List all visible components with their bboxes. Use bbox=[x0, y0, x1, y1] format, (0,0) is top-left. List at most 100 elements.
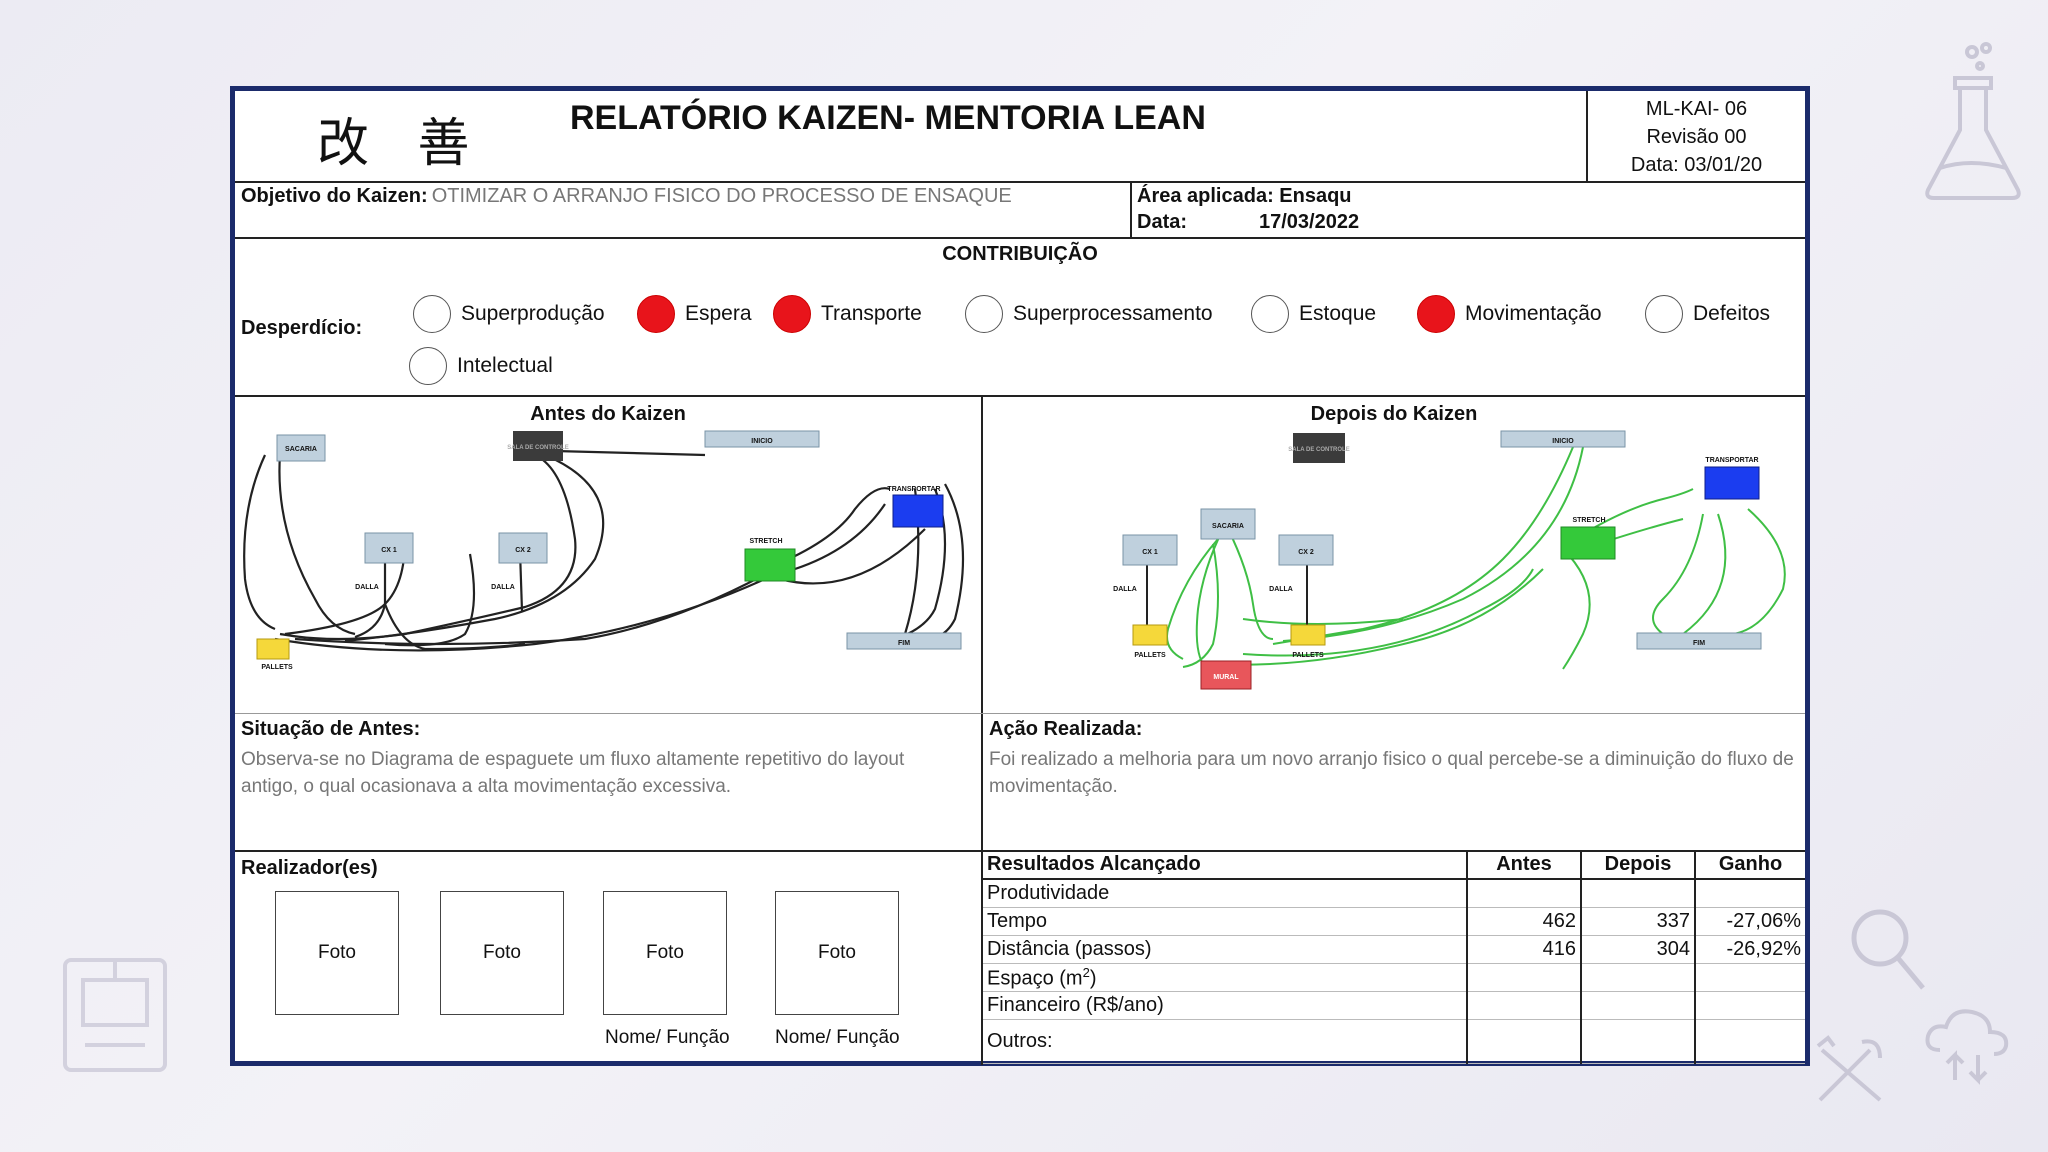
performers-section: Realizador(es) Foto Foto Foto Foto Nome/… bbox=[235, 851, 981, 1065]
after-transportar-label: TRANSPORTAR bbox=[1705, 457, 1758, 464]
results-header-depois: Depois bbox=[1580, 851, 1695, 880]
after-dalla2-label: DALLA bbox=[1269, 586, 1293, 593]
waste-option-5[interactable]: Movimentação bbox=[1417, 295, 1602, 333]
situation-action-row: Situação de Antes: Observa-se no Diagram… bbox=[235, 713, 1805, 852]
waste-label-2: Transporte bbox=[821, 302, 922, 325]
results-header-ganho: Ganho bbox=[1694, 851, 1805, 880]
after-mural-box bbox=[1200, 660, 1252, 690]
results-cell-antes: 462 bbox=[1466, 907, 1581, 936]
after-pallets1-label: PALLETS bbox=[1134, 652, 1166, 659]
cloud-icon bbox=[1925, 1009, 2009, 1085]
results-cell-depois bbox=[1580, 963, 1695, 992]
results-cell-ganho: -27,06% bbox=[1694, 907, 1805, 936]
waste-option-1[interactable]: Espera bbox=[637, 295, 752, 333]
results-section: Resultados Alcançado Antes Depois Ganho … bbox=[983, 851, 1805, 1065]
waste-checkbox-5[interactable] bbox=[1417, 295, 1455, 333]
after-spaghetti-diagram: SALA DE CONTROLE INICIO TRANSPORTAR SACA… bbox=[1113, 430, 1786, 690]
before-dalla1-label: DALLA bbox=[355, 584, 379, 591]
results-row-label: Tempo bbox=[983, 907, 1467, 936]
results-cell-ganho bbox=[1694, 879, 1805, 908]
waste-checkbox-6[interactable] bbox=[1645, 295, 1683, 333]
after-cx1-label: CX 1 bbox=[1142, 549, 1158, 556]
before-stretch-box bbox=[744, 548, 796, 582]
photo-4: Foto bbox=[775, 891, 899, 1015]
waste-option-0[interactable]: Superprodução bbox=[413, 295, 605, 333]
flask-icon bbox=[1925, 42, 2021, 200]
kaizen-kanji: 改 善 bbox=[317, 114, 486, 174]
after-stretch-label: STRETCH bbox=[1572, 517, 1605, 524]
results-row-label: Distância (passos) bbox=[983, 935, 1467, 964]
before-stretch-label: STRETCH bbox=[749, 538, 782, 545]
results-cell-ganho bbox=[1694, 991, 1805, 1020]
contribution-title: CONTRIBUIÇÃO bbox=[942, 243, 1098, 265]
after-pallets2-label: PALLETS bbox=[1292, 652, 1324, 659]
before-cx2-label: CX 2 bbox=[515, 547, 531, 554]
before-spaghetti-diagram: SACARIA SALA DE CONTROLE INICIO CX 1 CX … bbox=[243, 430, 965, 671]
results-cell-depois bbox=[1580, 991, 1695, 1020]
results-row-label: Financeiro (R$/ano) bbox=[983, 991, 1467, 1020]
area-label: Área aplicada: Ensaqu bbox=[1137, 185, 1352, 207]
document-date: Data: 03/01/20 bbox=[1630, 154, 1763, 176]
after-fim-label: FIM bbox=[1693, 640, 1705, 647]
waste-checkbox-1[interactable] bbox=[637, 295, 675, 333]
waste-label: Desperdício: bbox=[241, 317, 363, 339]
results-row: Outros: bbox=[983, 1019, 1805, 1064]
waste-checkbox-7[interactable] bbox=[409, 347, 447, 385]
document-revision: Revisão 00 bbox=[1646, 126, 1747, 148]
machine-icon bbox=[63, 958, 167, 1072]
waste-option-3[interactable]: Superprocessamento bbox=[965, 295, 1213, 333]
action-label: Ação Realizada: bbox=[989, 718, 1143, 740]
name-role-4: Nome/ Função bbox=[775, 1027, 900, 1048]
after-pallets1-box bbox=[1132, 624, 1168, 646]
waste-label-6: Defeitos bbox=[1693, 302, 1771, 325]
kaizen-report: 改 善 RELATÓRIO KAIZEN- MENTORIA LEAN ML-K… bbox=[230, 86, 1810, 1066]
waste-option-6[interactable]: Defeitos bbox=[1645, 295, 1770, 333]
date-label: Data: bbox=[1137, 211, 1188, 233]
waste-option-4[interactable]: Estoque bbox=[1251, 295, 1376, 333]
results-row: Produtividade bbox=[983, 879, 1805, 908]
results-row-label: Espaço (m2) bbox=[983, 963, 1467, 992]
waste-checkbox-3[interactable] bbox=[965, 295, 1003, 333]
results-cell-antes bbox=[1466, 1019, 1581, 1064]
photo-2: Foto bbox=[440, 891, 564, 1015]
after-dalla1-label: DALLA bbox=[1113, 586, 1137, 593]
before-panel: Antes do Kaizen bbox=[235, 395, 981, 713]
name-role-3: Nome/ Função bbox=[605, 1027, 730, 1048]
results-header-row: Resultados Alcançado Antes Depois Ganho bbox=[983, 851, 1805, 880]
photo-1: Foto bbox=[275, 891, 399, 1015]
before-sala-label: SALA DE CONTROLE bbox=[507, 445, 568, 451]
waste-option-7[interactable]: Intelectual bbox=[409, 347, 553, 385]
results-row-label: Produtividade bbox=[983, 879, 1467, 908]
waste-checkbox-4[interactable] bbox=[1251, 295, 1289, 333]
waste-checkbox-0[interactable] bbox=[413, 295, 451, 333]
area-date-cell: Área aplicada: Ensaqu Data: 17/03/2022 bbox=[1130, 181, 1807, 237]
after-title: Depois do Kaizen bbox=[1310, 403, 1478, 425]
before-cx1-label: CX 1 bbox=[381, 547, 397, 554]
results-cell-antes bbox=[1466, 991, 1581, 1020]
after-sala-label: SALA DE CONTROLE bbox=[1288, 447, 1349, 453]
objective-label: Objetivo do Kaizen:OTIMIZAR O ARRANJO FI… bbox=[241, 185, 1012, 207]
objective-row: Objetivo do Kaizen:OTIMIZAR O ARRANJO FI… bbox=[235, 181, 1805, 239]
waste-checkbox-2[interactable] bbox=[773, 295, 811, 333]
after-mural-label: MURAL bbox=[1213, 674, 1239, 681]
results-cell-depois: 337 bbox=[1580, 907, 1695, 936]
results-table: Resultados Alcançado Antes Depois Ganho … bbox=[983, 851, 1805, 1064]
results-row-label: Outros: bbox=[983, 1019, 1467, 1064]
after-cx2-label: CX 2 bbox=[1298, 549, 1314, 556]
waste-label-4: Estoque bbox=[1299, 302, 1377, 325]
before-transportar-label: TRANSPORTAR bbox=[887, 486, 940, 493]
action-text: Foi realizado a melhoria para um novo ar… bbox=[989, 749, 1794, 797]
results-cell-ganho bbox=[1694, 1019, 1805, 1064]
waste-option-2[interactable]: Transporte bbox=[773, 295, 922, 333]
results-row: Financeiro (R$/ano) bbox=[983, 991, 1805, 1020]
results-cell-antes: 416 bbox=[1466, 935, 1581, 964]
document-code: ML-KAI- 06 bbox=[1645, 98, 1748, 120]
waste-label-3: Superprocessamento bbox=[1013, 302, 1213, 325]
waste-label-5: Movimentação bbox=[1465, 302, 1602, 325]
results-header-antes: Antes bbox=[1466, 851, 1581, 880]
before-title: Antes do Kaizen bbox=[530, 403, 686, 425]
photo-3: Foto bbox=[603, 891, 727, 1015]
after-sacaria-label: SACARIA bbox=[1212, 523, 1244, 530]
